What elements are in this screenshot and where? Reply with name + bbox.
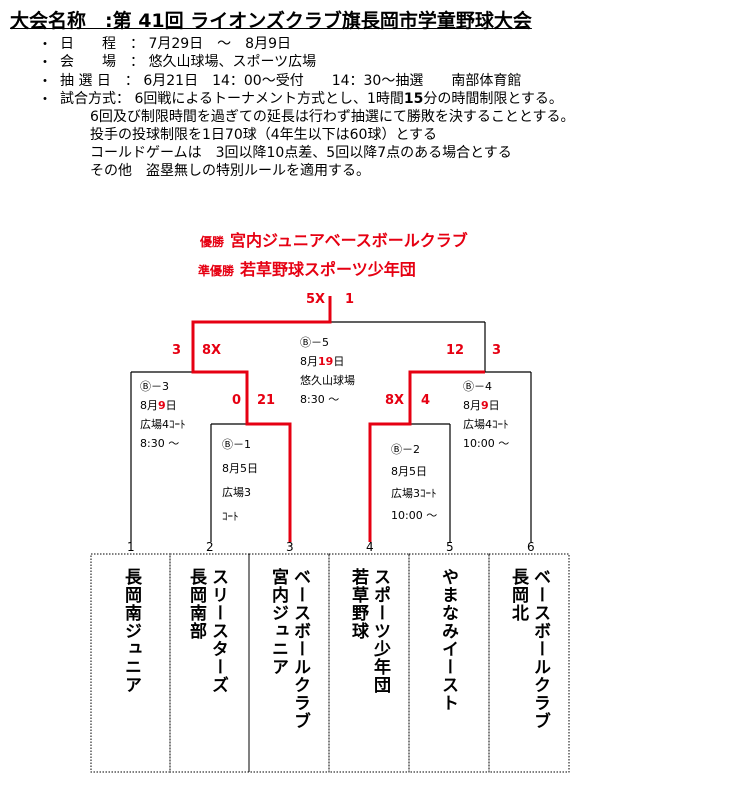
- slot-number-4: 4: [366, 540, 374, 554]
- match-3-date: 8月9日: [140, 399, 177, 412]
- team-2-name-2: 長岡南部: [186, 568, 206, 640]
- info-format-line3: 投手の投球制限を1日70球（4年生以下は60球）とする: [90, 127, 438, 143]
- match-2-info: Ⓑ－2 8月5日 広場3ｺｰﾄ 10:00 ～: [391, 439, 437, 527]
- bullet: ・: [38, 92, 52, 108]
- winner-path-left: [191, 296, 332, 542]
- team-box-outline-6: [488, 553, 570, 773]
- match-4-info: Ⓑ－4 8月9日 広場4ｺｰﾄ 10:00 ～: [463, 377, 509, 453]
- winner-path-right: [368, 370, 485, 542]
- team-4-name: スポーツ少年団: [370, 568, 390, 694]
- match-1-court: ｺｰﾄ: [222, 510, 239, 523]
- bullet: ・: [38, 55, 52, 71]
- runnerup-team: 若草野球スポーツ少年団: [240, 260, 416, 279]
- match-3-id: Ⓑ－3: [140, 380, 169, 393]
- info-format-line4: コールドゲームは 3回以降10点差、5回以降7点のある場合とする: [90, 145, 512, 161]
- runner-up: 準優勝若草野球スポーツ少年団: [198, 256, 416, 280]
- slot-number-2: 2: [206, 540, 214, 554]
- score-semi2-right: 3: [492, 343, 502, 358]
- match-3-time: 8:30 ～: [140, 437, 180, 450]
- bullet: ・: [38, 74, 52, 90]
- score-m3-left: 0: [232, 393, 242, 408]
- dates-label: 日 程 ：: [60, 36, 144, 52]
- match-4-time: 10:00 ～: [463, 437, 510, 450]
- team-box-5: やまなみイースト: [409, 554, 488, 772]
- match-1-place: 広場3: [222, 486, 251, 499]
- info-venue: 会 場 ： 悠久山球場、スポーツ広場: [60, 53, 316, 71]
- info-format-line2: 6回及び制限時間を過ぎての延長は行わず抽選にて勝敗を決することとする。: [90, 109, 575, 125]
- team-box-2: スリースターズ 長岡南部: [170, 554, 249, 772]
- format-label: 試合方式：: [60, 91, 130, 107]
- format-text-a: 6回戦によるトーナメント方式とし、1時間: [134, 91, 404, 107]
- match-3-info: Ⓑ－3 8月9日 広場4ｺｰﾄ 8:30 ～: [140, 377, 186, 453]
- score-semi1-right: 8X: [202, 343, 222, 358]
- info-dates: 日 程 ： 7月29日 ～ 8月9日: [60, 35, 291, 53]
- team-1-name: 長岡南ジュニア: [121, 568, 141, 694]
- score-semi2-left: 12: [446, 343, 465, 358]
- venue-value: 悠久山球場、スポーツ広場: [148, 54, 317, 70]
- score-final-right: 1: [345, 292, 355, 307]
- page-title: 大会名称 :第 41回 ライオンズクラブ旗長岡市学童野球大会: [10, 10, 532, 32]
- info-format-line5: その他 盗塁無しの特別ルールを適用する。: [90, 163, 370, 179]
- slot-number-5: 5: [446, 540, 454, 554]
- match-5-id: Ⓑ－5: [300, 336, 329, 349]
- format-text-b: 15: [403, 91, 424, 107]
- team-6-name: ベースボールクラブ: [530, 568, 550, 730]
- match-2-id: Ⓑ－2: [391, 443, 420, 456]
- match-4-id: Ⓑ－4: [463, 380, 492, 393]
- draw-label: 抽 選 日 ：: [60, 73, 139, 89]
- team-box-1: 長岡南ジュニア: [91, 554, 170, 772]
- match-2-place: 広場3ｺｰﾄ: [391, 487, 437, 500]
- team-box-4: スポーツ少年団 若草野球: [329, 554, 408, 772]
- score-m4-right: 4: [421, 393, 431, 408]
- team-2-name: スリースターズ: [208, 568, 228, 694]
- team-box-3: ベースボールクラブ 宮内ジュニア: [249, 554, 328, 772]
- match-4-date: 8月9日: [463, 399, 500, 412]
- score-semi1-left: 3: [172, 343, 182, 358]
- slot-number-1: 1: [127, 540, 135, 554]
- slot-number-6: 6: [527, 540, 535, 554]
- bullet: ・: [38, 37, 52, 53]
- dates-value: 7月29日 ～ 8月9日: [148, 36, 291, 52]
- team-6-name-2: 長岡北: [508, 568, 528, 622]
- match-5-info: Ⓑ－5 8月19日 悠久山球場 8:30 ～: [300, 333, 355, 409]
- champion-label: 優勝: [200, 235, 225, 249]
- team-4-name-2: 若草野球: [348, 568, 368, 640]
- match-5-date: 8月19日: [300, 355, 345, 368]
- slot-number-3: 3: [286, 540, 294, 554]
- match-5-time: 8:30 ～: [300, 393, 340, 406]
- info-draw: 抽 選 日 ： 6月21日 14：00～受付 14：30～抽選 南部体育館: [60, 72, 521, 90]
- team-3-name-2: 宮内ジュニア: [268, 568, 288, 676]
- match-2-date: 8月5日: [391, 465, 427, 478]
- info-format: 試合方式： 6回戦によるトーナメント方式とし、1時間15分の時間制限とする。: [60, 90, 563, 108]
- score-m4-left: 8X: [385, 393, 405, 408]
- team-5-name: やまなみイースト: [438, 568, 458, 712]
- score-final-left: 5X: [306, 292, 326, 307]
- format-text-c: 分の時間制限とする。: [423, 91, 563, 107]
- champion-team: 宮内ジュニアベースボールクラブ: [230, 231, 468, 250]
- match-2-time: 10:00 ～: [391, 509, 438, 522]
- match-4-place: 広場4ｺｰﾄ: [463, 418, 509, 431]
- match-1-id: Ⓑ－1: [222, 438, 251, 451]
- champion: 優勝宮内ジュニアベースボールクラブ: [200, 227, 468, 251]
- team-box-outline-1: [90, 553, 171, 773]
- runnerup-label: 準優勝: [198, 264, 235, 278]
- team-3-name: ベースボールクラブ: [290, 568, 310, 730]
- draw-value: 6月21日 14：00～受付 14：30～抽選 南部体育館: [143, 73, 522, 89]
- match-1-date: 8月5日: [222, 462, 258, 475]
- venue-label: 会 場 ：: [60, 54, 144, 70]
- team-box-6: ベースボールクラブ 長岡北: [489, 554, 568, 772]
- score-m3-right: 21: [257, 393, 276, 408]
- team-box-outline-2: [169, 553, 250, 773]
- match-3-place: 広場4ｺｰﾄ: [140, 418, 186, 431]
- match-1-info: Ⓑ－1 8月5日 広場3 ｺｰﾄ: [222, 433, 258, 529]
- match-5-place: 悠久山球場: [300, 374, 355, 387]
